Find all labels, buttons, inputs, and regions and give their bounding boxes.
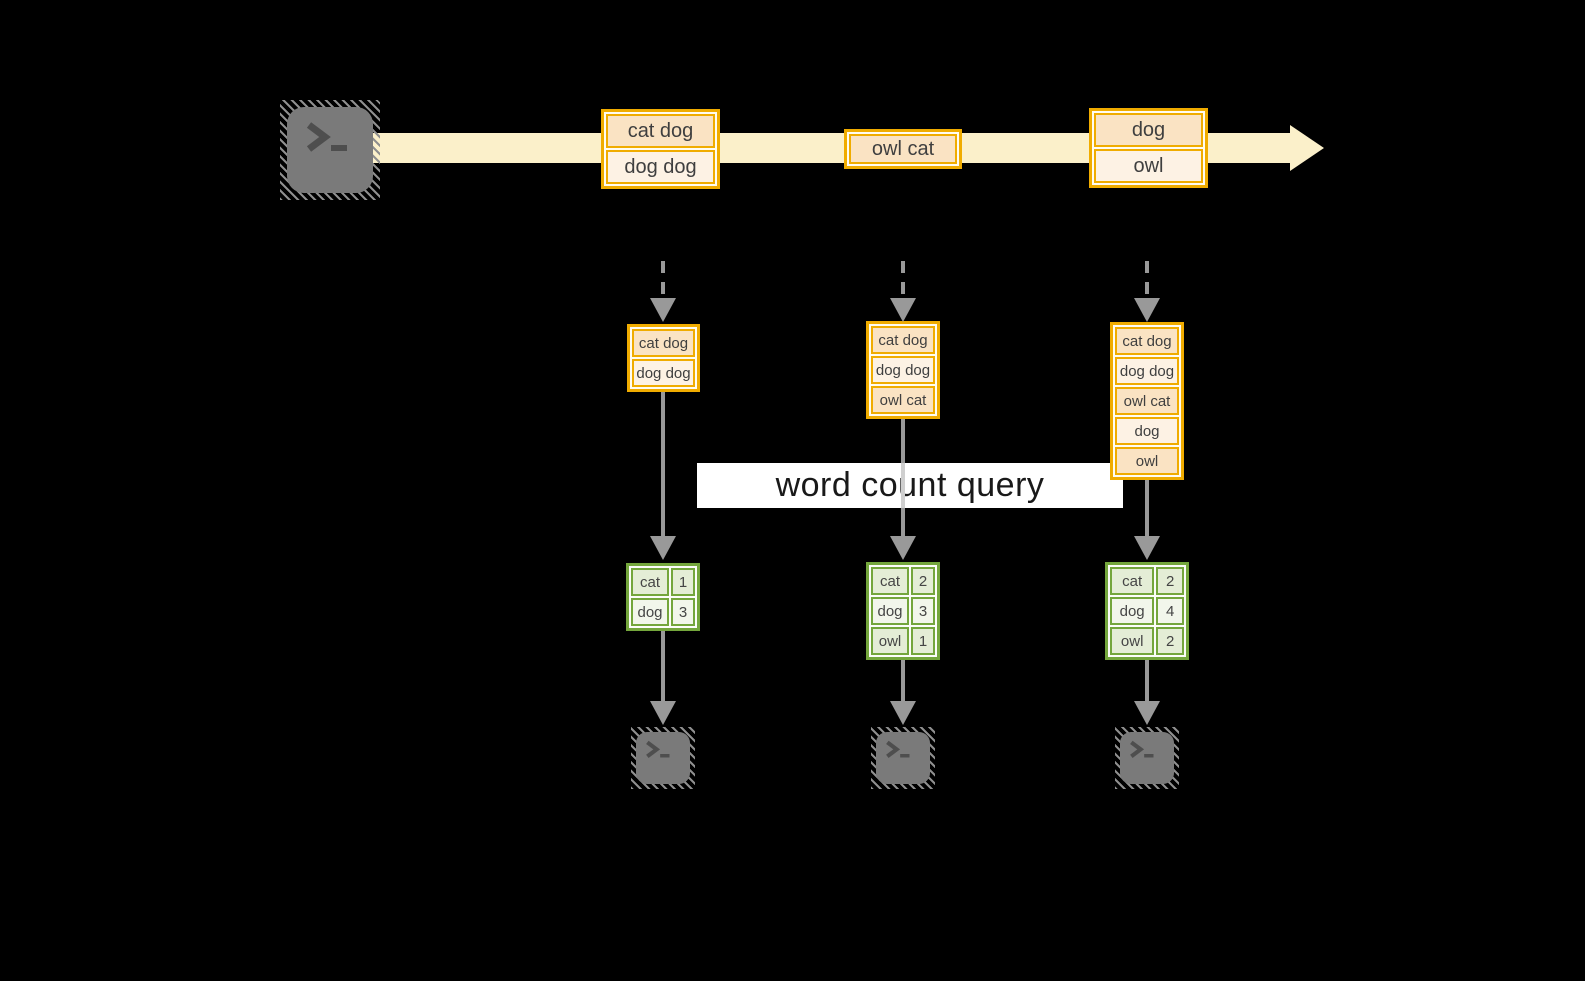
table-row: dog 3 [871,597,935,625]
query-label-band: word count query [697,463,1123,508]
word-cell: dog [631,598,669,626]
sink-terminal-icon [1115,727,1179,789]
count-cell: 3 [911,597,935,625]
terminal-body [1120,732,1174,784]
dashed-arrow-head [650,298,676,322]
word-cell: dog [871,597,909,625]
count-cell: 2 [1156,567,1184,595]
dashed-arrow-line [1145,261,1149,299]
count-table-3: cat 2 dog 4 owl 2 [1105,562,1189,660]
table-row: cat 1 [631,568,695,596]
word-cell: cat [631,568,669,596]
arrow-line [901,660,905,702]
table-row: dog 3 [631,598,695,626]
word-cell: owl [871,627,909,655]
record-row: dog dog [632,359,695,387]
record-row: dog [1094,113,1203,147]
record-row: dog [1115,417,1179,445]
record-row: cat dog [871,326,935,354]
terminal-body [636,732,690,784]
terminal-body [876,732,930,784]
stream-arrowhead [1290,125,1324,171]
count-cell: 2 [1156,627,1184,655]
arrow-line [661,631,665,702]
sink-terminal-icon [871,727,935,789]
count-cell: 4 [1156,597,1184,625]
count-cell: 1 [671,568,695,596]
arrow-head [650,701,676,725]
dashed-arrow-line [661,261,665,299]
table-row: owl 1 [871,627,935,655]
record-row: owl cat [871,386,935,414]
count-table-2: cat 2 dog 3 owl 1 [866,562,940,660]
record-row: cat dog [632,329,695,357]
arrow-head [890,701,916,725]
terminal-prompt-icon [646,740,670,758]
stream-batch-3: dog owl [1089,108,1208,188]
record-row: owl cat [1115,387,1179,415]
arrow-line-over-band [901,463,905,508]
record-row: dog dog [606,150,715,184]
input-stack-2: cat dog dog dog owl cat [866,321,940,419]
input-stack-1: cat dog dog dog [627,324,700,392]
arrow-head [1134,701,1160,725]
record-row: dog dog [1115,357,1179,385]
source-terminal-icon [280,100,380,200]
record-row: owl [1115,447,1179,475]
table-row: cat 2 [1110,567,1184,595]
count-cell: 2 [911,567,935,595]
record-row: dog dog [871,356,935,384]
table-row: cat 2 [871,567,935,595]
arrow-head [1134,536,1160,560]
arrow-line [661,392,665,536]
word-cell: dog [1110,597,1155,625]
count-table-1: cat 1 dog 3 [626,563,700,631]
record-row: cat dog [606,114,715,148]
arrow-line [1145,478,1149,536]
count-cell: 3 [671,598,695,626]
sink-terminal-icon [631,727,695,789]
stream-batch-1: cat dog dog dog [601,109,720,189]
table-row: owl 2 [1110,627,1184,655]
dashed-arrow-head [1134,298,1160,322]
stream-batch-2: owl cat [844,129,962,169]
word-cell: cat [871,567,909,595]
arrow-line [1145,660,1149,702]
terminal-body [287,107,373,193]
terminal-prompt-icon [886,740,910,758]
input-stack-3: cat dog dog dog owl cat dog owl [1110,322,1184,480]
table-row: dog 4 [1110,597,1184,625]
count-cell: 1 [911,627,935,655]
arrow-head [650,536,676,560]
query-label: word count query [775,466,1045,504]
terminal-prompt-icon [1130,740,1154,758]
dashed-arrow-line [901,261,905,299]
record-row: cat dog [1115,327,1179,355]
record-row: owl [1094,149,1203,183]
word-cell: cat [1110,567,1155,595]
record-row: owl cat [849,134,957,164]
word-cell: owl [1110,627,1155,655]
arrow-head [890,536,916,560]
terminal-prompt-icon [306,122,347,152]
dashed-arrow-head [890,298,916,322]
